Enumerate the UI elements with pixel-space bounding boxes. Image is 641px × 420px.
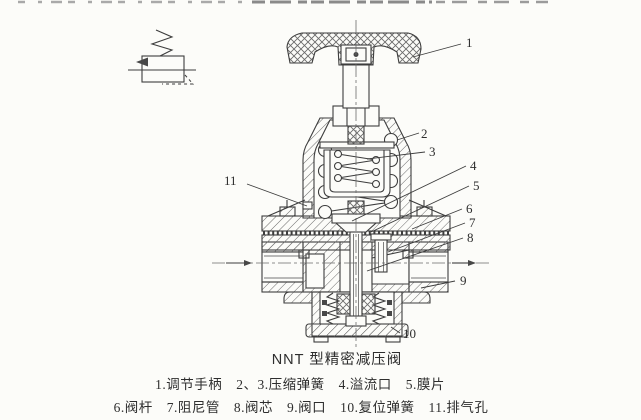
callout-1: 1 xyxy=(466,35,473,50)
valve-cross-section xyxy=(212,20,492,348)
figure-caption-line1: 1.调节手柄 2、3.压缩弹簧 4.溢流口 5.膜片 xyxy=(155,377,445,392)
callout-2: 2 xyxy=(421,126,428,141)
flange-bolt-left xyxy=(279,206,296,217)
pressure-reducing-valve-symbol xyxy=(128,29,196,85)
valve-stem xyxy=(336,231,376,327)
callouts: 1 2 3 4 5 6 7 8 9 10 11 xyxy=(224,35,480,341)
callout-5: 5 xyxy=(473,178,480,193)
callout-7: 7 xyxy=(469,215,476,230)
figure-caption-line2: 6.阀杆 7.阻尼管 8.阀芯 9.阀口 10.复位弹簧 11.排气孔 xyxy=(114,399,489,415)
symbol-pilot-dashed-line xyxy=(162,74,195,85)
callout-8: 8 xyxy=(467,230,474,245)
callout-4: 4 xyxy=(470,158,477,173)
flange-bolt-right xyxy=(416,206,433,217)
callout-11: 11 xyxy=(224,173,237,188)
callout-6: 6 xyxy=(466,201,473,216)
symbol-arrow-icon xyxy=(136,57,148,67)
outlet-flow-arrow xyxy=(452,260,476,266)
inlet-flow-arrow xyxy=(226,260,252,266)
damping-tube xyxy=(370,233,392,273)
callout-10: 10 xyxy=(403,326,416,341)
symbol-spring-icon xyxy=(150,29,174,57)
handwheel xyxy=(286,32,422,66)
centerlines xyxy=(212,20,492,348)
figure-title: NNT 型精密减压阀 xyxy=(272,351,403,368)
callout-3: 3 xyxy=(429,144,436,159)
vent-hole xyxy=(302,201,313,210)
return-spring-right xyxy=(371,292,387,325)
symbol-body xyxy=(141,55,185,83)
callout-9: 9 xyxy=(460,273,467,288)
